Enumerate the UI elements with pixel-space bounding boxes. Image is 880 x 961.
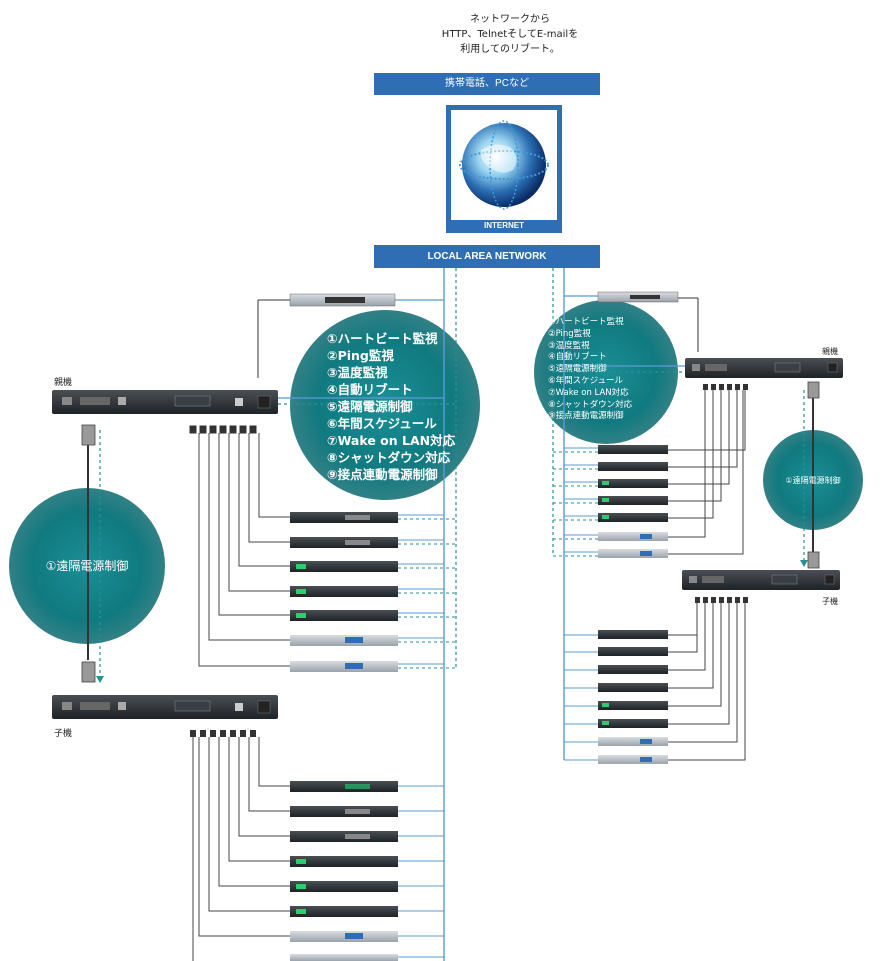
left-parent-group-devices [290, 512, 398, 672]
feature-item: ⑥年間スケジュール [548, 375, 624, 386]
caption-line-3: 利用してのリブート。 [460, 44, 560, 55]
feature-item: ⑤遠隔電源制御 [327, 399, 413, 414]
feature-item: ①ハートビート監視 [327, 331, 438, 346]
caption-line-2: HTTP、TelnetそしてE-mailを [441, 29, 579, 40]
right-child-group-devices [598, 630, 668, 764]
feature-item: ⑧シャットダウン対応 [327, 450, 451, 465]
feature-item: ③温度監視 [327, 365, 388, 380]
mobile-pc-bar: 携帯電話、PCなど [374, 73, 600, 95]
lan-bar: LOCAL AREA NETWORK [374, 245, 600, 268]
left-remote-label: ①遠隔電源制御 [45, 559, 129, 573]
left-child-label: 子機 [54, 729, 73, 739]
internet-box: INTERNET [446, 105, 562, 233]
right-parent-group-devices [598, 445, 668, 558]
lan-label: LOCAL AREA NETWORK [427, 251, 547, 262]
feature-item: ③温度監視 [548, 340, 590, 351]
internet-label: INTERNET [484, 221, 524, 230]
right-remote-label: ①遠隔電源制御 [785, 476, 841, 485]
right-parent-label: 親機 [822, 347, 838, 356]
feature-item: ④自動リブート [327, 382, 413, 397]
feature-item: ⑨接点連動電源制御 [327, 467, 438, 482]
caption-line-1: ネットワークから [470, 14, 550, 25]
feature-list-right: ①ハートビート監視 ②Ping監視 ③温度監視 ④自動リブート ⑤遠隔電源制御 … [548, 317, 632, 423]
right-parent-device [685, 358, 843, 378]
feature-item: ⑥年間スケジュール [327, 416, 437, 431]
right-child-label: 子機 [822, 597, 838, 606]
globe-panel [451, 110, 557, 220]
feature-bubble-left [290, 310, 480, 500]
feature-item: ①ハートビート監視 [548, 317, 624, 327]
left-parent-device [52, 390, 278, 414]
left-child-device [52, 695, 278, 719]
feature-item: ④自動リブート [548, 352, 607, 363]
feature-item: ⑦Wake on LAN対応 [548, 387, 629, 398]
feature-item: ⑧シャットダウン対応 [548, 399, 633, 410]
feature-list-left: ①ハートビート監視 ②Ping監視 ③温度監視 ④自動リブート ⑤遠隔電源制御 … [327, 330, 455, 483]
feature-bubble-right [534, 300, 678, 444]
right-child-device [682, 570, 840, 590]
mobile-pc-label: 携帯電話、PCなど [445, 78, 529, 89]
feature-item: ⑨接点連動電源制御 [548, 411, 624, 422]
left-child-group-devices [290, 781, 398, 961]
left-parent-label: 親機 [54, 378, 73, 388]
globe-icon [459, 120, 549, 210]
top-caption: ネットワークから HTTP、TelnetそしてE-mailを 利用してのリブート… [340, 12, 680, 57]
feature-item: ②Ping監視 [327, 348, 394, 363]
feature-item: ②Ping監視 [548, 328, 591, 339]
feature-item: ⑦Wake on LAN対応 [327, 433, 456, 448]
feature-item: ⑤遠隔電源制御 [548, 364, 607, 375]
